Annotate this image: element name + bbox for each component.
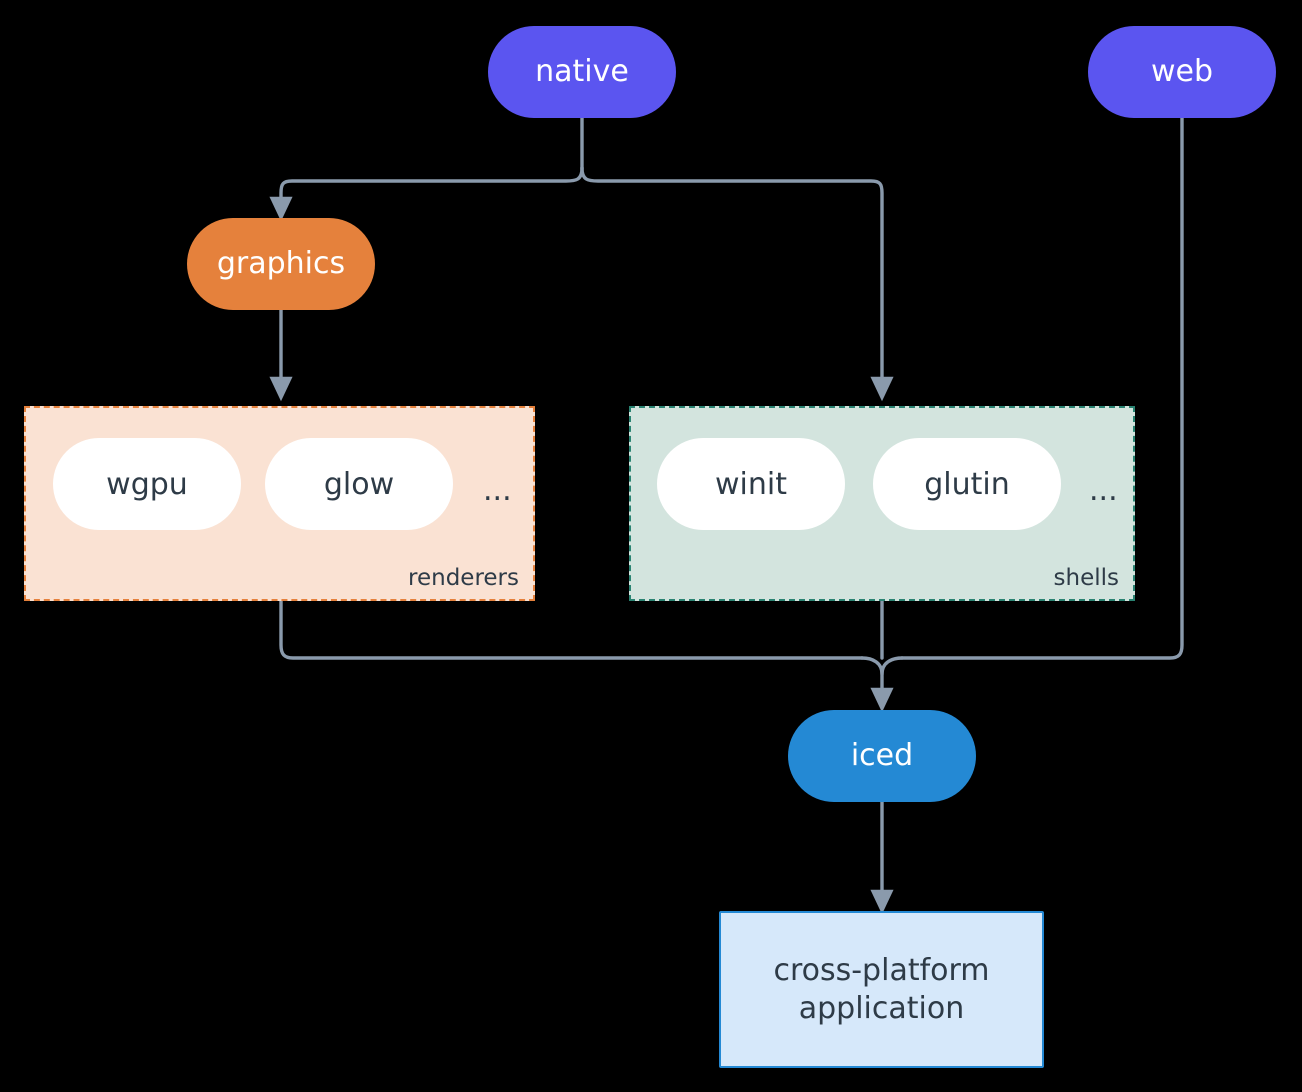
renderer-item-glow-label: glow: [323, 466, 395, 502]
shell-item-winit-label: winit: [715, 466, 787, 502]
shell-item-winit[interactable]: winit: [657, 438, 845, 530]
shells-overflow-ellipsis: ...: [1089, 473, 1118, 508]
edge-merge-to-iced: [860, 656, 894, 713]
node-web-label: web: [1150, 54, 1214, 90]
renderers-overflow-ellipsis: ...: [483, 473, 512, 508]
node-iced-label: iced: [850, 738, 914, 774]
node-application[interactable]: cross-platform application: [719, 911, 1044, 1068]
edge-native-to-shells: [580, 166, 894, 402]
node-web[interactable]: web: [1088, 26, 1276, 118]
group-renderers: wgpu glow ... renderers: [24, 406, 535, 601]
group-renderers-label: renderers: [408, 565, 519, 591]
edge-native-to-graphics: [269, 166, 584, 222]
node-native[interactable]: native: [488, 26, 676, 118]
renderer-item-wgpu[interactable]: wgpu: [53, 438, 241, 530]
node-iced[interactable]: iced: [788, 710, 976, 802]
renderer-item-wgpu-label: wgpu: [106, 466, 188, 502]
shell-item-glutin[interactable]: glutin: [873, 438, 1061, 530]
renderer-item-glow[interactable]: glow: [265, 438, 453, 530]
edge-merge-right-curve: [880, 656, 904, 676]
node-graphics-label: graphics: [216, 246, 346, 282]
node-application-line1: cross-platform: [773, 953, 990, 988]
group-shells-label: shells: [1053, 565, 1119, 591]
node-application-line2: application: [798, 990, 965, 1026]
node-graphics[interactable]: graphics: [187, 218, 375, 310]
edge-renderers-to-iced: [279, 599, 864, 660]
shell-item-glutin-label: glutin: [924, 466, 1010, 502]
node-native-label: native: [535, 54, 629, 90]
group-shells: winit glutin ... shells: [629, 406, 1135, 601]
